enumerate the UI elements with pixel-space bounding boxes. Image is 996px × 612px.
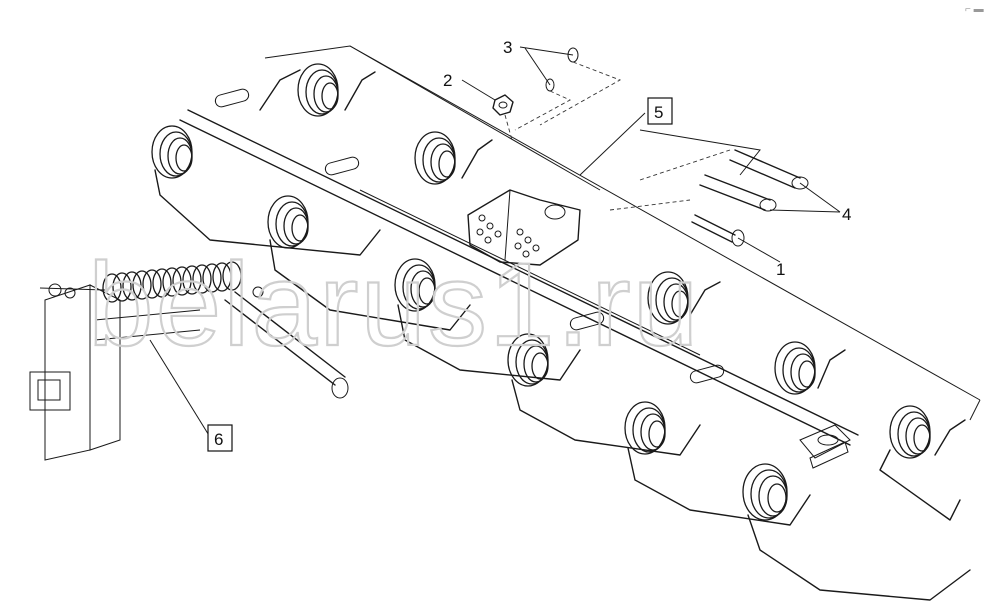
tine-coil: [624, 401, 811, 526]
tine-coil: [267, 195, 471, 331]
clamp-plates: [214, 88, 851, 469]
fastener-parts: [492, 47, 622, 141]
tine-coil: [151, 125, 381, 256]
u-bolts: [609, 149, 809, 247]
spring-tines: [151, 63, 971, 601]
tine-coil: [742, 463, 971, 601]
helical-spring: [102, 261, 242, 303]
tine-coil: [774, 341, 846, 395]
tine-coil: [259, 63, 376, 117]
callout-box-6: 6: [207, 424, 233, 452]
tension-spring-assembly: [29, 261, 349, 461]
callouts: 1 2 3 4 5 6: [207, 38, 851, 452]
callout-label-5: 5: [654, 103, 663, 122]
tine-coil: [414, 131, 493, 185]
corner-mark: ⌐ ▬: [965, 4, 984, 15]
tine-coil: [394, 258, 581, 381]
tine-coil: [507, 333, 701, 456]
watermark: belarus1.ru: [88, 239, 700, 371]
main-beam: [179, 109, 859, 446]
leader-lines: [149, 46, 841, 438]
tine-coil: [879, 405, 966, 521]
callout-label-6: 6: [214, 430, 223, 449]
callout-label-3: 3: [503, 38, 512, 57]
callout-box-5: 5: [647, 97, 673, 125]
mounting-bracket: [467, 189, 581, 266]
callout-label-2: 2: [443, 71, 452, 90]
callout-label-1: 1: [776, 260, 785, 279]
tine-coil: [647, 271, 721, 325]
callout-label-4: 4: [842, 205, 851, 224]
